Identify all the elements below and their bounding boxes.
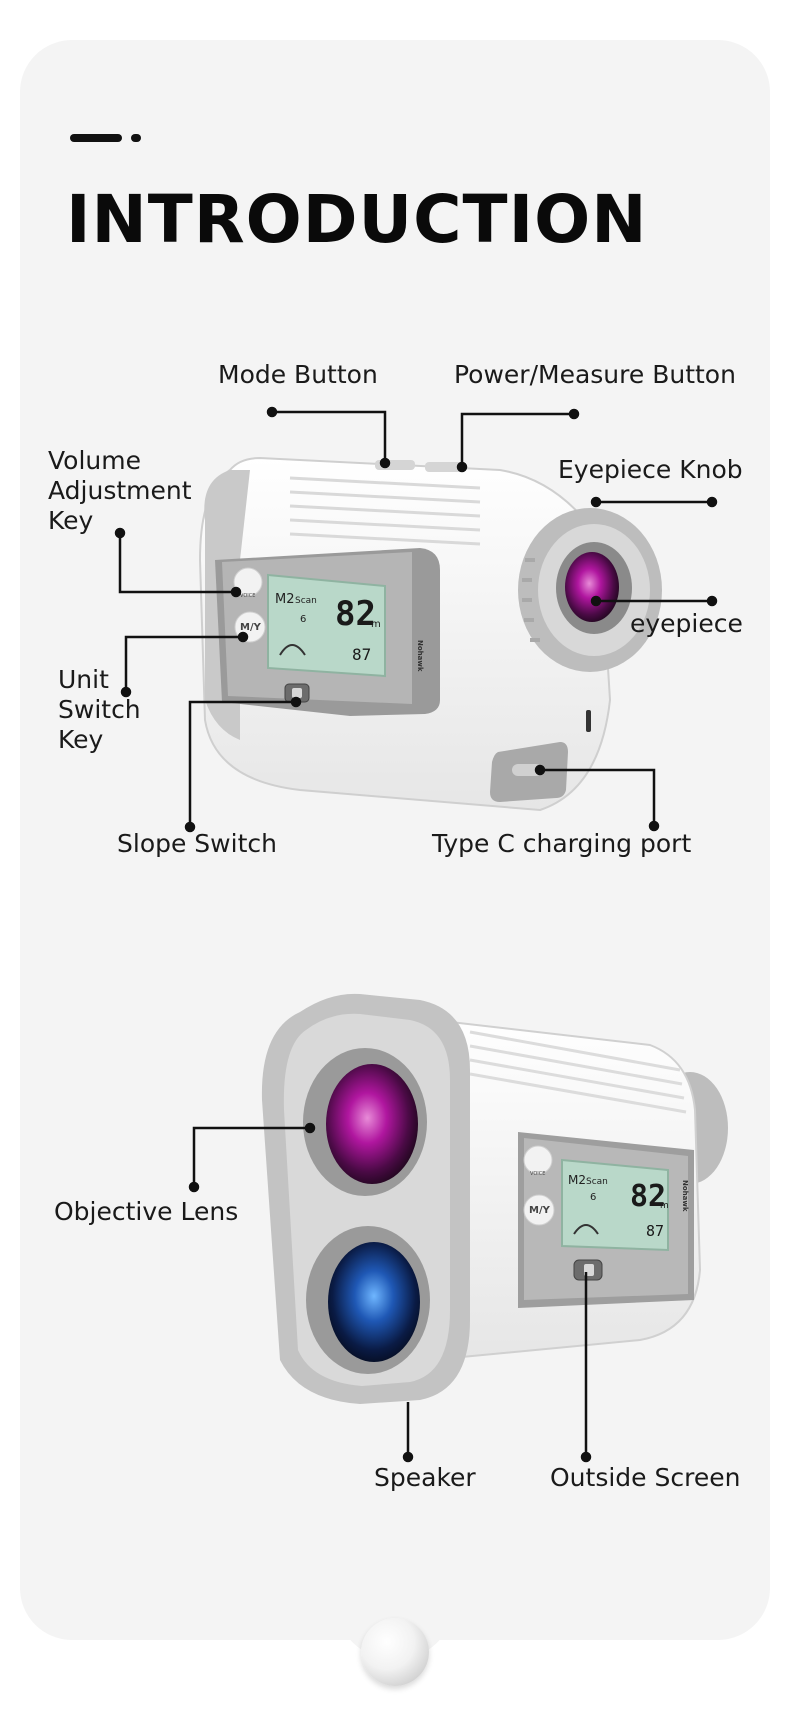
label-eyepiece-knob: Eyepiece Knob: [558, 455, 743, 484]
lcd-distance: 82: [335, 594, 376, 634]
lcd2-unit: m: [660, 1201, 669, 1211]
label-volume-line2: Adjustment: [48, 476, 192, 505]
brand-text: Nohawk: [416, 640, 424, 672]
title-dash-long: [70, 134, 122, 142]
unit-button-label: M/Y: [240, 622, 262, 633]
golf-ball-icon: [361, 1618, 429, 1686]
label-unit-line3: Key: [58, 725, 104, 754]
label-speaker: Speaker: [374, 1463, 476, 1492]
lcd2-angle: 6: [590, 1192, 596, 1203]
lcd2-scan: Scan: [586, 1177, 608, 1187]
rangefinder-side-view: M2 Scan 82 m 6 87 VOICE M/Y Nohawk: [198, 456, 662, 812]
voice-button-label-2: VOICE: [530, 1171, 545, 1177]
lcd-secondary: 87: [352, 645, 371, 664]
label-unit-line2: Switch: [58, 695, 141, 724]
label-mode-button: Mode Button: [218, 360, 378, 389]
label-eyepiece: eyepiece: [630, 609, 743, 638]
lcd-unit: m: [371, 619, 381, 630]
brand-text-2: Nohawk: [681, 1180, 689, 1212]
lcd2-distance: 82: [630, 1179, 666, 1214]
unit-button-label-2: M/Y: [529, 1205, 551, 1216]
label-volume-line1: Volume: [48, 446, 141, 475]
label-power-measure-button: Power/Measure Button: [454, 360, 736, 389]
label-objective-lens: Objective Lens: [54, 1197, 239, 1226]
rangefinder-front-view: M2 Scan 82 m 6 87 VOICE M/Y Nohawk: [261, 993, 728, 1404]
lcd2-mode: M2: [568, 1173, 586, 1187]
callout-lines-bottom: [188, 1122, 592, 1463]
lcd-angle: 6: [300, 614, 306, 625]
label-volume-line3: Key: [48, 506, 94, 535]
page-title: INTRODUCTION: [66, 181, 648, 258]
lcd-mode: M2: [275, 592, 295, 607]
voice-button-label: VOICE: [240, 593, 255, 599]
lcd2-secondary: 87: [646, 1222, 664, 1240]
label-unit-line1: Unit: [58, 665, 109, 694]
lcd-scan: Scan: [295, 596, 317, 606]
label-outside-screen: Outside Screen: [550, 1463, 741, 1492]
title-dash-short: [131, 134, 141, 142]
label-slope-switch: Slope Switch: [117, 829, 277, 858]
label-type-c-port: Type C charging port: [432, 829, 692, 858]
callout-lines-top: [114, 406, 718, 833]
